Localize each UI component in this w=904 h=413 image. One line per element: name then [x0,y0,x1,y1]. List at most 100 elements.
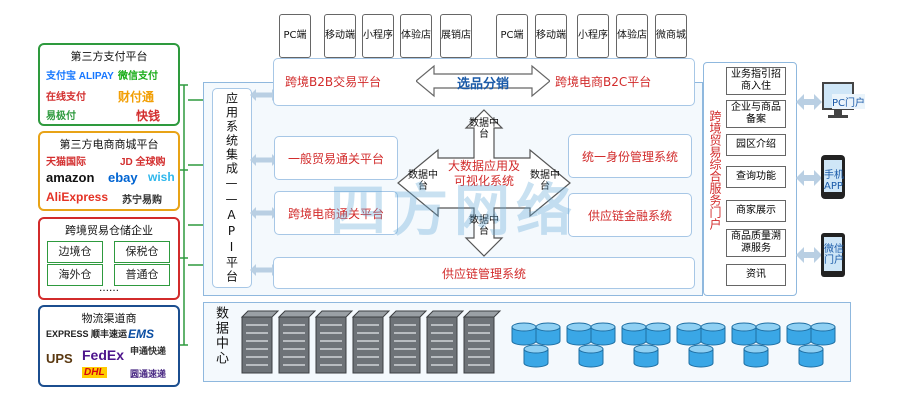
jd-logo: JD 全球购 [120,157,166,168]
database-icon [633,344,659,368]
bonded-warehouse: 保税仓 [114,241,170,263]
data-midplatform-top: 数据中台 [469,118,499,140]
b2b-channel-pc: PC端 [279,14,311,58]
fedex-logo: FedEx [82,347,125,363]
general-trade-customs: 一般贸易通关平台 [274,136,398,180]
b2c-platform-label: 跨境电商B2C平台 [555,75,652,89]
data-center-label: 数据中心 [213,306,228,366]
dhl-logo: DHL [82,367,107,378]
warehouse-title: 跨境贸易仓储企业 [65,224,153,237]
onlinepay-logo: 在线支付 [46,92,86,103]
database-icon [566,322,592,346]
supply-chain-management: 供应链管理系统 [273,257,695,289]
database-icon [535,322,561,346]
tmall-logo: 天猫国际 [46,157,86,168]
database-icon [786,322,812,346]
database-icon [810,322,836,346]
bigdata-system-label: 大数据应用及可视化系统 [448,159,521,188]
pc-portal-label: PC门户 [832,94,866,109]
aliexpress-logo: AliExpress [46,190,109,204]
ups-logo: UPS [46,351,73,366]
logistics-title: 物流渠道商 [81,312,137,325]
data-midplatform-bottom: 数据中台 [469,215,499,237]
supply-chain-finance: 供应链金融系统 [568,193,692,237]
overseas-warehouse: 海外仓 [47,264,103,286]
sf-logo: EXPRESS 顺丰速运 [46,329,128,339]
database-icon [700,322,726,346]
amazon-logo: amazon [46,170,95,185]
database-icon [621,322,647,346]
data-center-graphics [240,310,836,374]
database-icon [645,322,671,346]
identity-management: 统一身份管理系统 [568,134,692,178]
yijifu-logo: 易极付 [46,111,76,122]
database-icon [688,344,714,368]
payment-panel: 第三方支付平台 支付宝 ALIPAY 微信支付 在线支付 财付通 易极付 快钱 [38,43,180,126]
server-icon [388,310,428,374]
logistics-panel: 物流渠道商 EXPRESS 顺丰速运 EMS 申通快递 UPS FedEx DH… [38,305,180,387]
server-icon [240,310,280,374]
wechatpay-logo: 微信支付 [118,71,158,82]
kuaiqian-logo: 快钱 [136,109,161,123]
portal-item-query: 查询功能 [726,166,786,188]
b2b-platform-label: 跨境B2B交易平台 [285,75,382,89]
data-midplatform-right: 数据中台 [530,170,560,192]
b2c-channel-mobile: 移动端 [535,14,567,58]
ecommerce-customs: 跨境电商通关平台 [274,191,398,235]
server-icon [277,310,317,374]
portal-title: 跨境贸易综合服务门户 [708,110,722,230]
alipay-logo: 支付宝 ALIPAY [46,71,114,82]
border-warehouse: 边境仓 [47,241,103,263]
ems-logo: EMS [128,327,155,341]
database-icon [511,322,537,346]
ecommerce-title: 第三方电商商城平台 [59,138,159,151]
database-icon [743,344,769,368]
phone-icon [821,155,845,199]
server-icon [425,310,465,374]
tablet-icon [821,233,845,277]
bigdata-diamond [397,109,571,257]
suning-logo: 苏宁易购 [122,195,162,206]
server-icon [462,310,502,374]
mobile-app-label: 手机APP [824,170,844,192]
wish-logo: wish [148,170,175,184]
server-icon [314,310,354,374]
b2c-channel-miniapp: 小程序 [577,14,609,58]
b2c-channel-wechatmall: 微商城 [655,14,687,58]
database-icon [578,344,604,368]
portal-item-merchants: 商家展示 [726,200,786,222]
database-icon [590,322,616,346]
sto-logo: 申通快递 [130,346,167,356]
data-midplatform-left: 数据中台 [408,170,438,192]
database-icon [676,322,702,346]
ecommerce-panel: 第三方电商商城平台 天猫国际 JD 全球购 amazon ebay wish A… [38,131,180,211]
portal-item-traceability: 商品质量溯源服务 [726,229,786,257]
b2c-channel-pc: PC端 [496,14,528,58]
b2b-channel-showroom: 展销店 [440,14,472,58]
payment-title: 第三方支付平台 [70,50,148,63]
wechat-portal-label: 微信门户 [824,244,844,266]
portal-item-guide: 业务指引招商入住 [726,67,786,95]
database-icon [755,322,781,346]
database-icon [731,322,757,346]
b2b-channel-miniapp: 小程序 [362,14,394,58]
selection-distribution-label: 选品分销 [456,77,509,92]
server-icon [351,310,391,374]
selection-arrow [416,64,550,98]
terminal-arrows [796,94,822,263]
general-warehouse: 普通仓 [114,264,170,286]
b2b-channel-experience: 体验店 [400,14,432,58]
tenpay-logo: 财付通 [118,90,155,104]
ebay-logo: ebay [108,170,138,185]
warehouse-more: …… [99,283,119,294]
portal-item-park: 园区介绍 [726,134,786,156]
portal-item-filing: 企业与商品备案 [726,100,786,128]
portal-item-news: 资讯 [726,264,786,286]
database-icon [523,344,549,368]
yto-logo: 圆通速递 [130,369,167,379]
api-label: 应用系统集成——API平台 [224,92,239,284]
api-platform: 应用系统集成——API平台 [212,88,252,288]
b2b-channel-mobile: 移动端 [324,14,356,58]
warehouse-panel: 跨境贸易仓储企业 边境仓 保税仓 海外仓 普通仓 …… [38,217,180,300]
database-icon [798,344,824,368]
